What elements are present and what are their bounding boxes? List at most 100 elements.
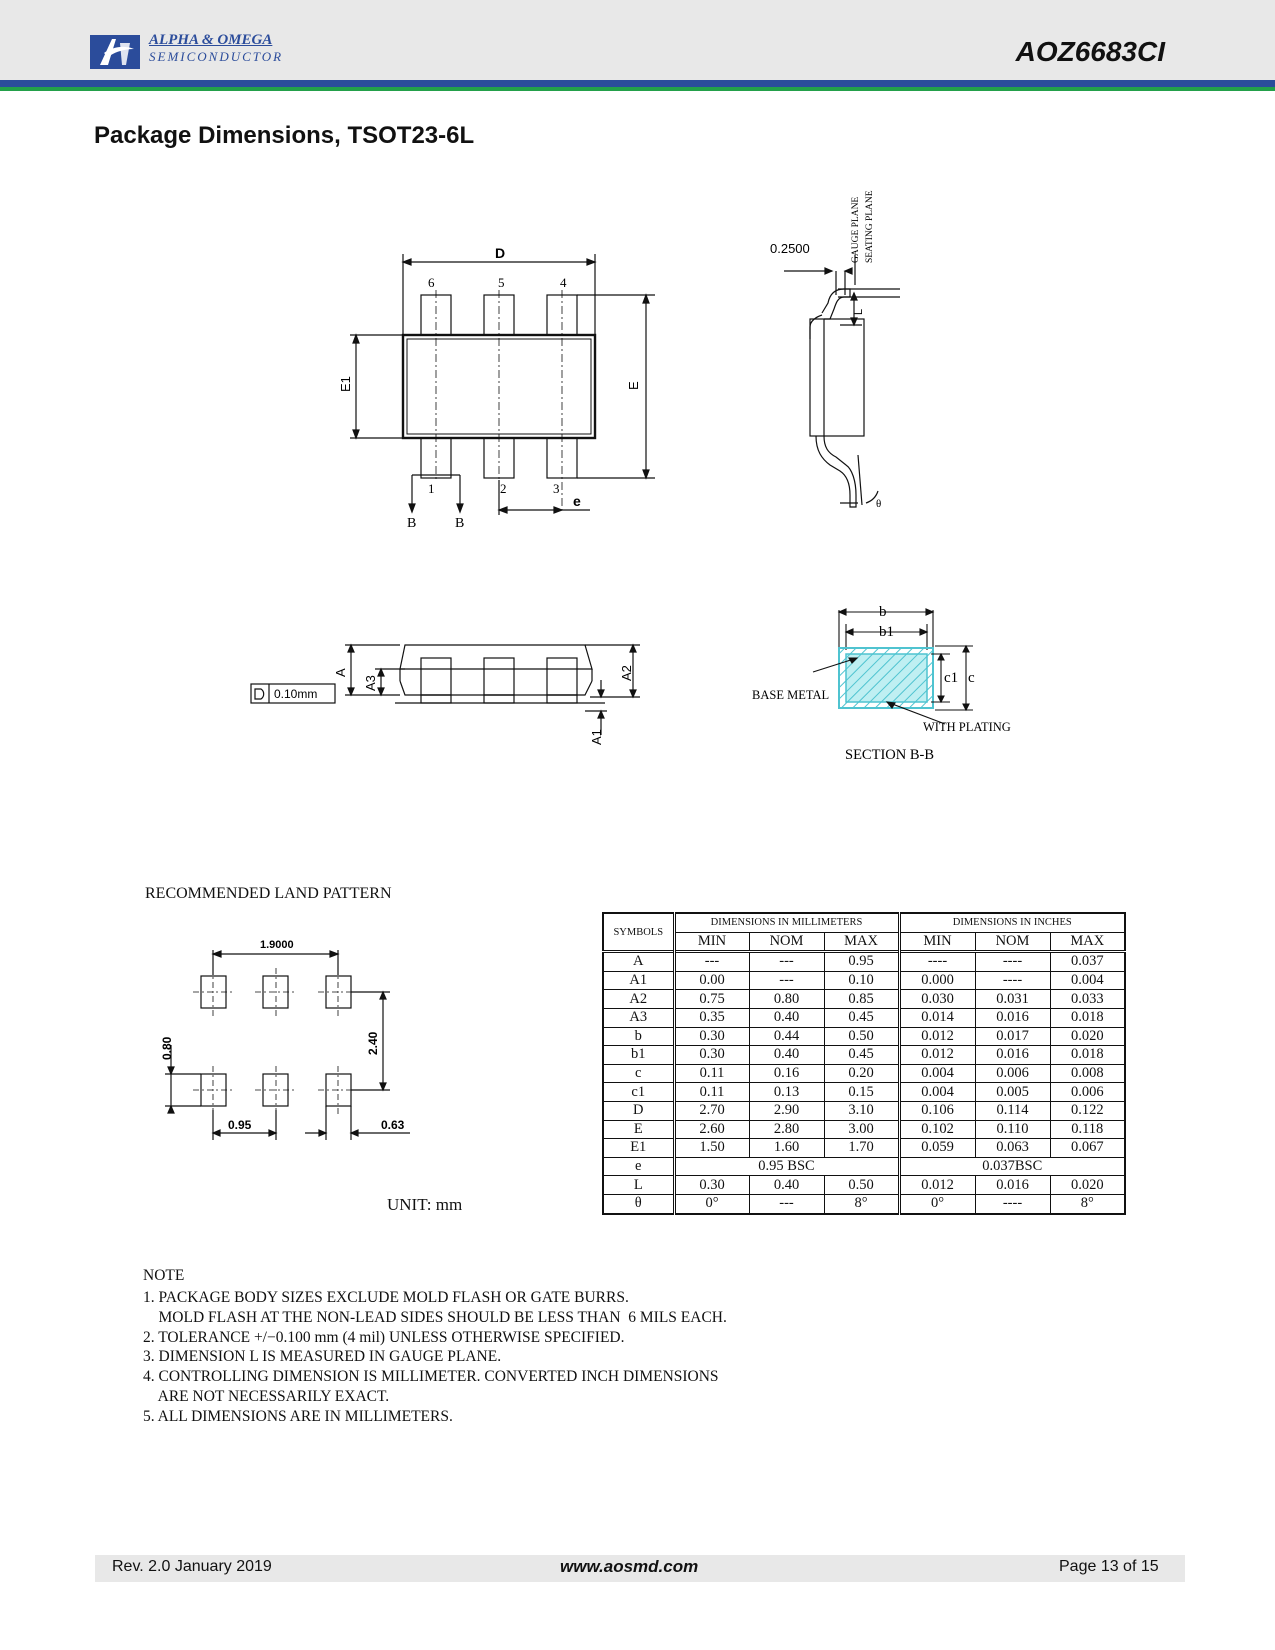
- table-cell: 0.006: [974, 1063, 1051, 1084]
- table-cell: 0.018: [1049, 1045, 1126, 1065]
- table-cell: ---: [748, 970, 825, 991]
- table-cell: b: [602, 1026, 675, 1047]
- table-cell: 1.50: [672, 1138, 750, 1158]
- side-view-drawing: 0.2500 GAUGE PLANE SEATING PLANE L θ: [770, 190, 900, 510]
- header-mm-min: MIN: [672, 931, 750, 953]
- footer-website[interactable]: www.aosmd.com: [560, 1557, 699, 1576]
- table-cell: E: [602, 1119, 675, 1140]
- table-cell: 0.012: [897, 1026, 976, 1047]
- part-number: AOZ6683CI: [1015, 36, 1165, 67]
- dim-label-c: c: [968, 670, 975, 686]
- table-cell: 0.012: [897, 1045, 976, 1065]
- header-in-max: MAX: [1049, 931, 1126, 953]
- section-bb-drawing: b b1 c1 c BASE METAL WITH PLATING SECTIO…: [752, 604, 1011, 763]
- table-cell: 0.004: [897, 1063, 976, 1084]
- table-cell: 0.114: [974, 1100, 1051, 1121]
- table-cell: D: [602, 1100, 675, 1121]
- dim-label-c1: c1: [944, 670, 958, 686]
- table-cell: A: [602, 950, 675, 972]
- table-cell: 1.70: [823, 1138, 900, 1158]
- table-cell: ---: [748, 1193, 825, 1215]
- table-cell: e: [602, 1156, 675, 1177]
- table-cell: θ: [602, 1193, 675, 1215]
- header-mm: DIMENSIONS IN MILLIMETERS: [672, 912, 900, 933]
- land-pattern-title: RECOMMENDED LAND PATTERN: [145, 885, 392, 902]
- table-cell: L: [602, 1175, 675, 1195]
- table-cell: 8°: [1049, 1193, 1126, 1215]
- table-cell: 0.102: [897, 1119, 976, 1140]
- dim-label-b: b: [879, 604, 887, 620]
- pin-label-1: 1: [428, 481, 435, 496]
- table-cell: 0.45: [823, 1007, 900, 1028]
- table-cell: ----: [897, 950, 976, 972]
- pin-label-3: 3: [553, 481, 560, 496]
- table-cell: 2.70: [672, 1100, 750, 1121]
- table-cell: 0.033: [1049, 989, 1126, 1009]
- table-cell: 0.30: [672, 1045, 750, 1065]
- pin-label-4: 4: [560, 275, 567, 290]
- table-cell: ----: [974, 950, 1051, 972]
- table-cell: 0.11: [672, 1063, 750, 1084]
- table-cell: c1: [602, 1082, 675, 1102]
- table-cell: 0.063: [974, 1138, 1051, 1158]
- table-cell: 0.45: [823, 1045, 900, 1065]
- table-cell: 0.014: [897, 1007, 976, 1028]
- table-cell: 0.004: [1049, 970, 1126, 991]
- table-cell: 0.118: [1049, 1119, 1126, 1140]
- table-cell: 0.50: [823, 1026, 900, 1047]
- dim-label-E: E: [626, 381, 641, 390]
- header-in-nom: NOM: [974, 931, 1051, 953]
- footer-bar: [95, 1555, 1185, 1582]
- gauge-plane-label: GAUGE PLANE: [851, 197, 861, 263]
- header-bar: [0, 0, 1275, 80]
- table-cell: 2.90: [748, 1100, 825, 1121]
- table-cell: 3.00: [823, 1119, 900, 1140]
- table-cell: A3: [602, 1007, 675, 1028]
- pin-label-6: 6: [428, 275, 435, 290]
- table-cell: 0.44: [748, 1026, 825, 1047]
- dim-label-b1: b1: [879, 624, 894, 640]
- table-cell: 0.110: [974, 1119, 1051, 1140]
- dim-label-D: D: [495, 245, 505, 261]
- table-cell: ----: [974, 970, 1051, 991]
- header-rule-blue: [0, 80, 1275, 87]
- table-cell: 0.11: [672, 1082, 750, 1102]
- page-title: Package Dimensions, TSOT23-6L: [94, 122, 475, 149]
- land-pattern-drawing: 1.9000 0.80 2.40 0.95 0.63: [160, 939, 410, 1140]
- table-cell: 0.012: [897, 1175, 976, 1195]
- table-row: A------0.95--------0.037: [602, 950, 1126, 972]
- table-cell: 0.35: [672, 1007, 750, 1028]
- table-cell: 0.95: [823, 950, 900, 972]
- unit-label: UNIT: mm: [387, 1195, 463, 1214]
- dim-label-A3: A3: [363, 675, 378, 691]
- table-cell: 0.40: [748, 1007, 825, 1028]
- table-cell: 1.60: [748, 1138, 825, 1158]
- table-cell: 0.037: [1049, 950, 1126, 972]
- table-cell: 0°: [672, 1193, 750, 1215]
- company-logo-icon: [90, 35, 140, 69]
- table-cell: 0.75: [672, 989, 750, 1009]
- angle-label-theta: θ: [876, 498, 881, 510]
- dim-label-A1: A1: [589, 729, 604, 745]
- pin-label-5: 5: [498, 275, 505, 290]
- table-cell: 0.017: [974, 1026, 1051, 1047]
- header-in-min: MIN: [897, 931, 976, 953]
- table-cell: ---: [748, 950, 825, 972]
- table-cell: 0.16: [748, 1063, 825, 1084]
- table-cell: 0.95 BSC: [672, 1156, 900, 1177]
- table-cell: 0.016: [974, 1045, 1051, 1065]
- table-cell: 0.20: [823, 1063, 900, 1084]
- dim-label-0-80: 0.80: [160, 1036, 174, 1060]
- flatness-value: 0.10mm: [274, 687, 317, 701]
- table-cell: 0.40: [748, 1045, 825, 1065]
